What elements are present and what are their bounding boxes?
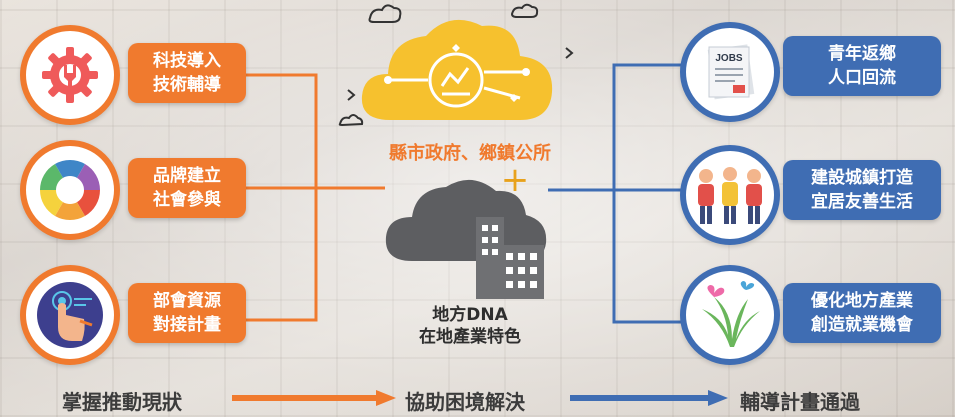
right-item-1-label: 青年返鄉 人口回流 — [783, 36, 941, 96]
plus-icon: + — [500, 160, 530, 200]
bottom-arrow-2-head — [708, 390, 728, 406]
right-item-3-label: 優化地方產業 創造就業機會 — [783, 283, 941, 343]
dark-cloud-buildings-icon — [385, 179, 547, 299]
bottom-step-3: 輔導計畫通過 — [740, 390, 860, 414]
jobs-document-icon: JOBS — [680, 22, 780, 122]
bottom-step-1: 掌握推動現狀 — [62, 390, 182, 414]
bottom-arrow-1-head — [376, 390, 396, 406]
dna-label-line2: 在地產業特色 — [419, 327, 521, 347]
right-item-3-line2: 創造就業機會 — [811, 315, 913, 335]
jobs-text: JOBS — [715, 53, 743, 64]
left-item-2-line2: 社會參與 — [153, 190, 221, 210]
left-item-2-line1: 品牌建立 — [153, 166, 221, 186]
right-item-1-line2: 人口回流 — [828, 68, 896, 88]
color-wheel-icon — [20, 140, 120, 240]
right-item-2-label: 建設城鎮打造 宜居友善生活 — [783, 160, 941, 220]
right-connector — [612, 63, 682, 324]
right-item-3-line1: 優化地方產業 — [811, 291, 913, 311]
touch-hand-icon — [20, 265, 120, 365]
left-item-2-label: 品牌建立 社會參與 — [128, 158, 246, 218]
cloud-label: 縣市政府、鄉鎮公所 — [389, 143, 551, 164]
right-item-2-line2: 宜居友善生活 — [811, 192, 913, 212]
bottom-step-2: 協助困境解決 — [405, 390, 525, 414]
gear-wrench-icon — [20, 25, 120, 125]
right-item-1-line1: 青年返鄉 — [828, 44, 896, 64]
left-item-3-label: 部會資源 對接計畫 — [128, 283, 246, 343]
left-item-1-line2: 技術輔導 — [153, 75, 221, 95]
left-item-3-line1: 部會資源 — [153, 291, 221, 311]
people-icon — [680, 145, 780, 245]
yellow-cloud-network-icon — [338, 3, 574, 127]
left-item-3-line2: 對接計畫 — [153, 315, 221, 335]
dna-label-line1: 地方DNA — [432, 305, 508, 325]
left-connector — [246, 73, 318, 322]
left-item-1-line1: 科技導入 — [153, 51, 221, 71]
left-item-1-label: 科技導入 技術輔導 — [128, 43, 246, 103]
dna-label: 地方DNA 在地產業特色 — [385, 304, 555, 348]
right-item-2-line1: 建設城鎮打造 — [811, 168, 913, 188]
plant-butterflies-icon — [680, 265, 780, 365]
